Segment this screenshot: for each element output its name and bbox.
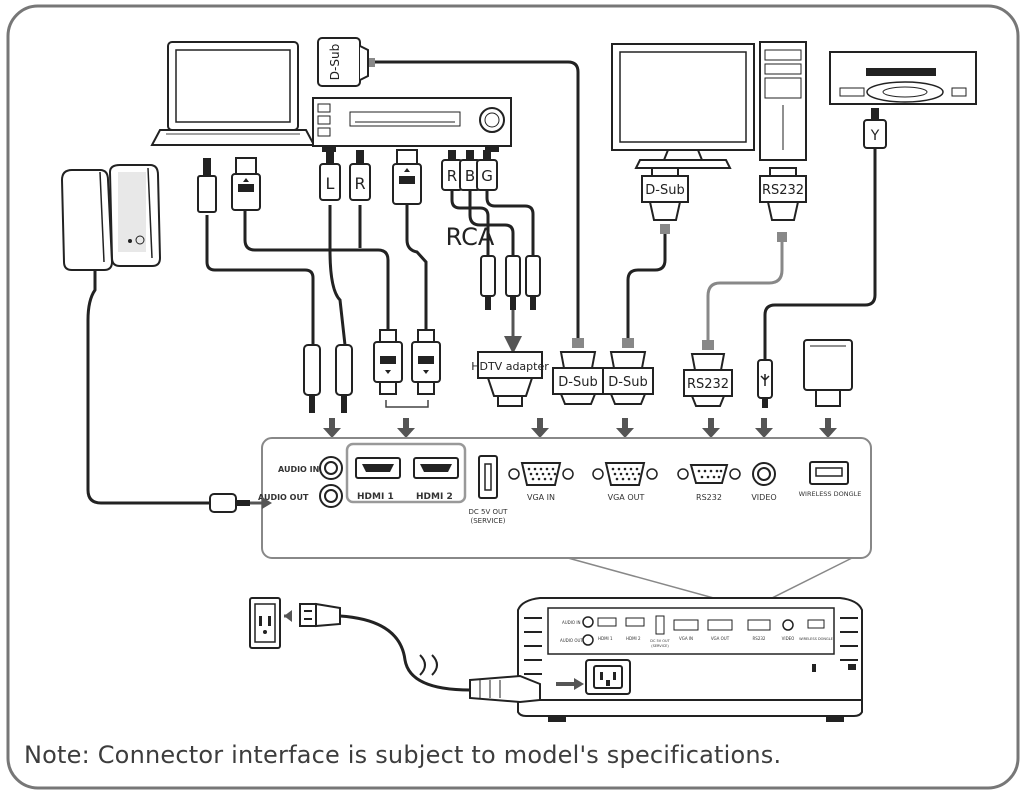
monitor-cable-joint: [660, 224, 670, 234]
dsub-plug-top: D-Sub: [317, 37, 369, 87]
rca-r-label: R: [447, 167, 457, 185]
video-port: [752, 462, 776, 486]
hdmi2-port: [413, 457, 459, 479]
plug-dsub-in-label: D-Sub: [558, 375, 597, 390]
audio-l-label: L: [326, 174, 335, 193]
hdmi-plugs-lower: [373, 329, 441, 408]
dc-out-label: DC 5V OUT: [469, 508, 509, 516]
monitor-dsub-plug: D-Sub: [641, 167, 689, 221]
power-plug: [284, 602, 341, 628]
power-cord: [339, 614, 584, 704]
vga-in-port: [508, 462, 574, 486]
hdmi1-port: [355, 457, 401, 479]
dsub-in-plug: D-Sub: [552, 338, 604, 405]
dsub-cable-joint: [366, 58, 375, 67]
cable-lines: [86, 60, 877, 505]
laptop-audio-jack: [197, 158, 217, 213]
audio-in-port: [319, 456, 343, 480]
video-label: VIDEO: [751, 493, 776, 502]
audio-lr-plugs: L R: [319, 150, 371, 201]
dc-service-label: (SERVICE): [471, 517, 506, 525]
proj-rs232-label: RS232: [753, 636, 766, 641]
rs232-cable: [706, 235, 784, 345]
wireless-dongle-label: WIRELESS DONGLE: [799, 490, 862, 498]
rs232-cable-joint: [777, 232, 787, 242]
vga-out-port: [592, 462, 658, 486]
laptop-hdmi-plug: [231, 157, 261, 211]
vga-out-label: VGA OUT: [608, 493, 645, 502]
rca-lower-plugs: [480, 255, 541, 354]
rca-b-label: B: [465, 167, 475, 185]
audio-out-port: [319, 484, 343, 508]
video-y-label: Y: [870, 128, 880, 144]
proj-vga-out-label: VGA OUT: [711, 636, 730, 641]
laptop: [150, 41, 316, 146]
video-y-plug: Y: [863, 108, 887, 149]
dsub-top-label: D-Sub: [328, 44, 342, 80]
hdtv-adapter-label: HDTV adapter: [471, 360, 549, 373]
pc-rs232-label: RS232: [762, 183, 804, 198]
connector-panel: [261, 437, 872, 559]
monitor-dsub-label: D-Sub: [645, 183, 684, 198]
proj-service-label: (SERVICE): [651, 644, 669, 648]
speaker-plug: [209, 493, 272, 513]
note-text: Note: Connector interface is subject to …: [24, 741, 782, 769]
hdmi1-label: HDMI 1: [357, 492, 394, 502]
panel-down-arrows: [323, 418, 837, 438]
pc-tower: [759, 41, 807, 161]
dsub-out-plug: D-Sub: [602, 338, 654, 405]
proj-wireless-label: WIRELESS DONGLE: [799, 637, 833, 641]
proj-vga-in-label: VGA IN: [679, 636, 693, 641]
hdtv-adapter: HDTV adapter: [471, 351, 549, 407]
rs232-plug-lower: RS232: [683, 340, 733, 407]
proj-hdmi2-label: HDMI 2: [626, 636, 641, 641]
plug-rs232-label: RS232: [687, 377, 729, 392]
projector: AUDIO IN AUDIO OUT HDMI 1 HDMI 2 DC 5V O…: [517, 597, 863, 722]
vga-in-label: VGA IN: [527, 493, 555, 502]
audio-r-label: R: [354, 174, 365, 193]
pc-rs232-plug: RS232: [759, 167, 807, 221]
proj-dc-label: DC 5V OUT: [650, 639, 670, 643]
dvd-player-right: [829, 51, 977, 105]
wall-outlet: [249, 597, 281, 649]
audio-in-plugs: [303, 344, 353, 413]
dc-usb-port: [478, 455, 498, 499]
monitor: [611, 43, 755, 169]
hdmi-group-box: [345, 442, 467, 504]
proj-audio-in-label: AUDIO IN: [562, 620, 581, 625]
rca-g-label: G: [481, 167, 493, 185]
dvd-player: [312, 97, 512, 152]
audio-out-label: AUDIO OUT: [258, 493, 309, 502]
speakers: [60, 164, 162, 271]
rca-rbg-plugs: R B G: [441, 150, 498, 191]
wireless-dongle: [803, 339, 853, 407]
hdmi2-label: HDMI 2: [416, 492, 453, 502]
rs232-port: [677, 464, 741, 484]
rca-caption: RCA: [446, 223, 495, 251]
dvd-hdmi-plug: [392, 149, 422, 205]
proj-audio-out-label: AUDIO OUT: [560, 638, 583, 643]
proj-hdmi1-label: HDMI 1: [598, 636, 613, 641]
rs232-label: RS232: [696, 493, 722, 502]
plug-dsub-out-label: D-Sub: [608, 375, 647, 390]
wireless-dongle-port: [809, 461, 849, 485]
proj-video-label: VIDEO: [782, 636, 795, 641]
video-plug-lower: [757, 359, 773, 408]
audio-in-label: AUDIO IN: [278, 465, 319, 474]
